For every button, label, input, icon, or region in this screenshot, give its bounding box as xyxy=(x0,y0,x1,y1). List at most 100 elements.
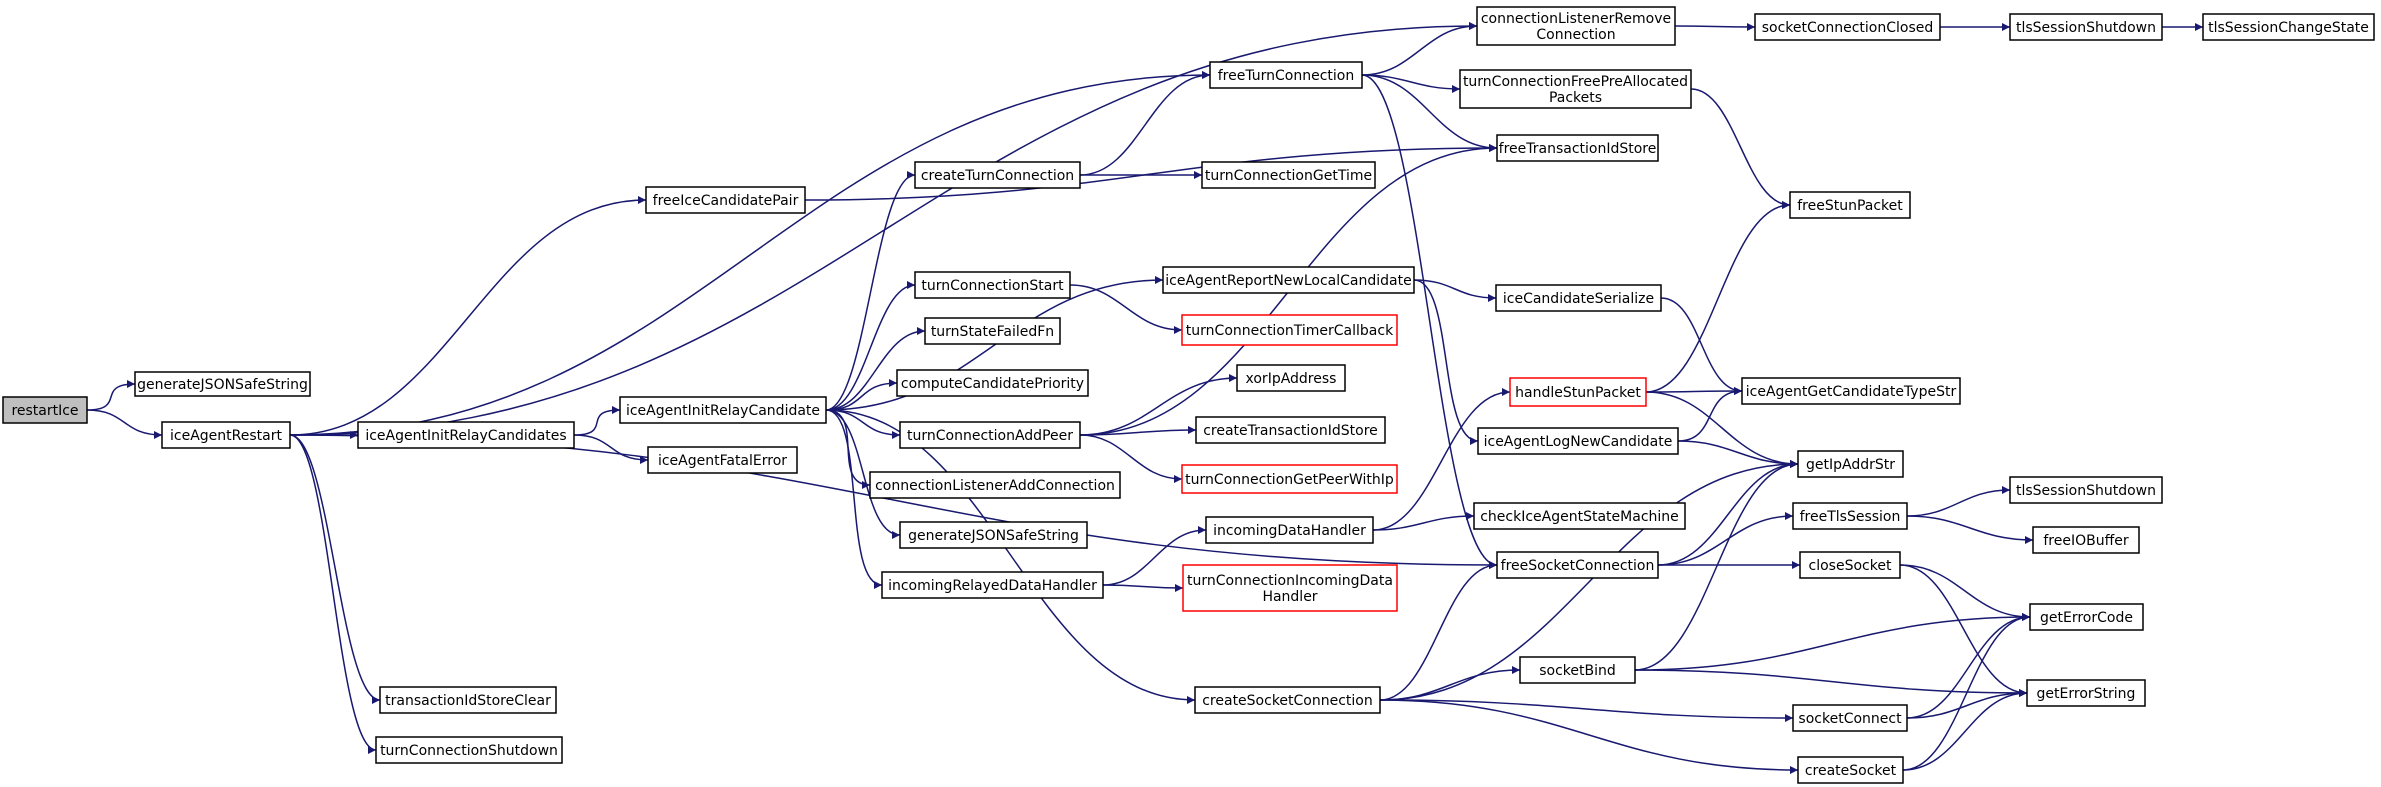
node-box xyxy=(1201,161,1376,189)
node-ice-candidate-serialize[interactable]: iceCandidateSerialize xyxy=(1495,284,1662,312)
edge-free-ice-candidate-pair-to-free-transaction-id-store xyxy=(804,144,1498,201)
node-box xyxy=(2,396,88,424)
edge-ice-candidate-serialize-to-ice-agent-get-candidate-type-str xyxy=(1660,297,1743,395)
node-ice-agent-init-relay-candidates[interactable]: iceAgentInitRelayCandidates xyxy=(357,421,575,449)
node-free-socket-connection[interactable]: freeSocketConnection xyxy=(1496,551,1659,579)
node-handle-stun-packet[interactable]: handleStunPacket xyxy=(1509,377,1647,407)
node-label: turnConnectionAddPeer xyxy=(907,428,1073,444)
node-connection-listener-add-connection[interactable]: connectionListenerAddConnection xyxy=(869,471,1121,499)
node-tls-session-shutdown1[interactable]: tlsSessionShutdown xyxy=(2009,13,2163,41)
edge-ice-agent-restart-to-turn-connection-shutdown xyxy=(289,434,377,754)
node-label: transactionIdStoreClear xyxy=(385,693,551,709)
node-box xyxy=(1792,704,1908,732)
edge-create-socket-connection-to-free-socket-connection xyxy=(1379,561,1498,701)
edge-handle-stun-packet-to-free-stun-packet xyxy=(1645,201,1791,393)
node-ice-agent-fatal-error[interactable]: iceAgentFatalError xyxy=(647,446,798,474)
node-free-transaction-id-store[interactable]: freeTransactionIdStore xyxy=(1496,134,1659,162)
node-get-ip-addr-str[interactable]: getIpAddrStr xyxy=(1797,450,1904,478)
node-generate-json-safe-string2[interactable]: generateJSONSafeString xyxy=(899,521,1088,549)
node-box xyxy=(1797,756,1904,784)
node-label: turnConnectionGetTime xyxy=(1205,168,1372,184)
node-xor-ip-address[interactable]: xorIpAddress xyxy=(1236,364,1346,392)
node-get-error-code[interactable]: getErrorCode xyxy=(2029,603,2144,631)
edge-socket-bind-to-get-error-string xyxy=(1634,669,2028,697)
node-box xyxy=(1799,551,1901,579)
edge-ice-agent-init-relay-candidate-to-turn-state-failed-fn xyxy=(825,327,926,411)
node-box xyxy=(1162,266,1415,294)
node-ice-agent-log-new-candidate[interactable]: iceAgentLogNewCandidate xyxy=(1477,427,1679,455)
node-label: incomingDataHandler xyxy=(1213,523,1366,539)
node-label: createTransactionIdStore xyxy=(1203,423,1378,439)
node-turn-connection-add-peer[interactable]: turnConnectionAddPeer xyxy=(899,421,1081,449)
edge-create-socket-connection-to-get-ip-addr-str xyxy=(1379,460,1799,701)
node-socket-connect[interactable]: socketConnect xyxy=(1792,704,1908,732)
node-ice-agent-report-new-local-candidate[interactable]: iceAgentReportNewLocalCandidate xyxy=(1162,266,1415,294)
node-label: freeIceCandidatePair xyxy=(653,193,799,209)
edge-ice-agent-init-relay-candidate-to-create-socket-connection xyxy=(825,409,1196,704)
node-socket-bind[interactable]: socketBind xyxy=(1519,656,1636,684)
edge-free-socket-connection-to-get-ip-addr-str xyxy=(1657,460,1799,566)
edge-handle-stun-packet-to-get-ip-addr-str xyxy=(1645,391,1799,468)
node-create-socket[interactable]: createSocket xyxy=(1797,756,1904,784)
node-box xyxy=(2026,679,2146,707)
node-generate-json-safe-string1[interactable]: generateJSONSafeString xyxy=(134,371,311,397)
node-label: getErrorString xyxy=(2037,686,2136,702)
node-free-ice-candidate-pair[interactable]: freeIceCandidatePair xyxy=(645,186,806,214)
node-box xyxy=(1473,502,1686,530)
node-socket-connection-closed[interactable]: socketConnectionClosed xyxy=(1754,13,1941,41)
node-label: turnConnectionFreePreAllocated xyxy=(1463,74,1688,90)
node-create-turn-connection[interactable]: createTurnConnection xyxy=(914,161,1081,189)
edge-free-socket-connection-to-free-tls-session xyxy=(1657,512,1794,566)
node-free-io-buffer[interactable]: freeIOBuffer xyxy=(2032,526,2140,554)
node-incoming-relayed-data-handler[interactable]: incomingRelayedDataHandler xyxy=(881,571,1104,599)
node-create-socket-connection[interactable]: createSocketConnection xyxy=(1194,686,1381,714)
node-tls-session-shutdown2[interactable]: tlsSessionShutdown xyxy=(2009,476,2163,504)
node-label: iceAgentLogNewCandidate xyxy=(1484,434,1673,450)
edge-socket-bind-to-get-error-code xyxy=(1634,613,2031,671)
node-turn-connection-start[interactable]: turnConnectionStart xyxy=(914,271,1071,299)
node-free-turn-connection[interactable]: freeTurnConnection xyxy=(1209,61,1363,89)
node-free-stun-packet[interactable]: freeStunPacket xyxy=(1789,191,1911,219)
edge-create-socket-connection-to-socket-bind xyxy=(1379,666,1521,701)
node-box xyxy=(1459,69,1692,109)
node-box xyxy=(1495,284,1662,312)
node-box xyxy=(1509,377,1647,407)
edge-create-socket-to-get-error-code xyxy=(1902,613,2031,771)
node-box xyxy=(375,736,563,764)
node-check-ice-agent-state-machine[interactable]: checkIceAgentStateMachine xyxy=(1473,502,1686,530)
node-label: connectionListenerAddConnection xyxy=(875,478,1115,494)
edge-free-tls-session-to-tls-session-shutdown2 xyxy=(1906,486,2011,517)
edge-ice-agent-init-relay-candidates-to-ice-agent-fatal-error xyxy=(573,434,649,464)
node-turn-connection-get-time[interactable]: turnConnectionGetTime xyxy=(1201,161,1376,189)
node-box xyxy=(914,161,1081,189)
node-ice-agent-init-relay-candidate[interactable]: iceAgentInitRelayCandidate xyxy=(619,396,827,424)
node-restart-ice[interactable]: restartIce xyxy=(2,396,88,424)
node-close-socket[interactable]: closeSocket xyxy=(1799,551,1901,579)
node-create-transaction-id-store[interactable]: createTransactionIdStore xyxy=(1195,416,1386,444)
node-label: freeIOBuffer xyxy=(2043,533,2128,549)
node-box xyxy=(379,686,557,714)
node-compute-candidate-priority[interactable]: computeCandidatePriority xyxy=(896,369,1089,397)
node-label: Connection xyxy=(1536,27,1615,43)
edge-incoming-relayed-data-handler-to-incoming-data-handler xyxy=(1102,526,1207,586)
node-box xyxy=(1496,551,1659,579)
edge-ice-agent-init-relay-candidate-to-compute-candidate-priority xyxy=(825,379,898,411)
node-incoming-data-handler[interactable]: incomingDataHandler xyxy=(1205,516,1374,544)
node-label: freeStunPacket xyxy=(1797,198,1903,214)
node-transaction-id-store-clear[interactable]: transactionIdStoreClear xyxy=(379,686,557,714)
node-ice-agent-get-candidate-type-str[interactable]: iceAgentGetCandidateTypeStr xyxy=(1741,377,1961,405)
node-turn-state-failed-fn[interactable]: turnStateFailedFn xyxy=(924,317,1061,345)
node-ice-agent-restart[interactable]: iceAgentRestart xyxy=(161,421,291,449)
node-tls-session-change-state[interactable]: tlsSessionChangeState xyxy=(2202,13,2375,41)
node-turn-connection-get-peer-with-ip[interactable]: turnConnectionGetPeerWithIp xyxy=(1181,464,1398,494)
node-turn-connection-shutdown[interactable]: turnConnectionShutdown xyxy=(375,736,563,764)
node-get-error-string[interactable]: getErrorString xyxy=(2026,679,2146,707)
node-box xyxy=(896,369,1089,397)
node-box xyxy=(899,521,1088,549)
node-label: turnConnectionGetPeerWithIp xyxy=(1185,472,1394,488)
node-turn-connection-timer-callback[interactable]: turnConnectionTimerCallback xyxy=(1181,314,1398,346)
node-free-tls-session[interactable]: freeTlsSession xyxy=(1792,502,1908,530)
